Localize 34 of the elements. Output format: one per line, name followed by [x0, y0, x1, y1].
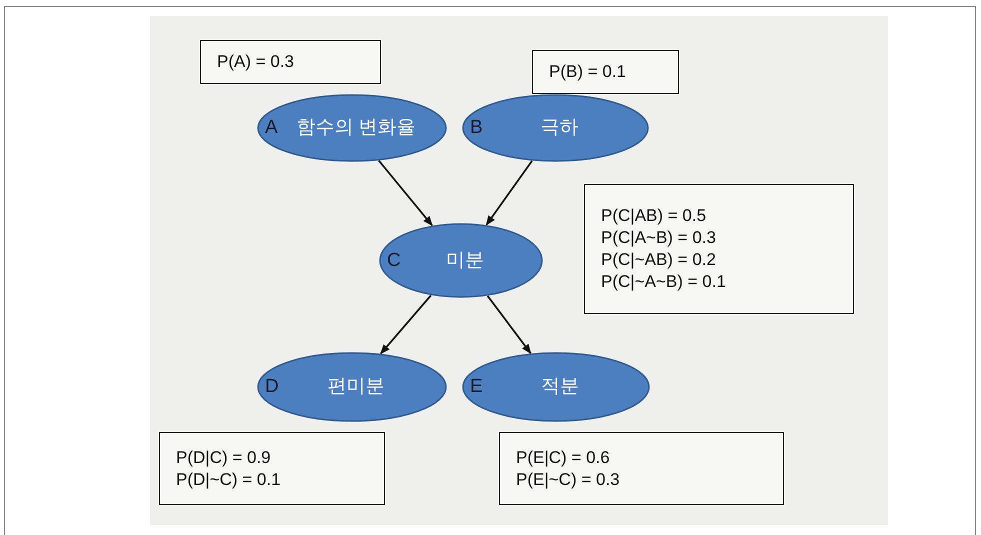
- probability-box: [532, 50, 679, 94]
- arrow: [486, 295, 532, 354]
- arrow: [380, 294, 432, 354]
- node-label: 편미분: [326, 375, 386, 399]
- arrow: [378, 160, 433, 226]
- node-label: 극하: [540, 116, 580, 140]
- probability-text: P(C|~AB) = 0.2: [601, 249, 716, 271]
- probability-box: [200, 40, 381, 84]
- node-ellipse: [462, 94, 649, 162]
- probability-box: [159, 432, 385, 505]
- node-label: 미분: [445, 248, 485, 272]
- node-ellipse: [257, 352, 447, 422]
- node-ellipse: [462, 352, 650, 422]
- node-letter: D: [265, 374, 279, 399]
- probability-text: P(B) = 0.1: [549, 61, 626, 83]
- node-letter: C: [387, 248, 401, 272]
- node-letter: E: [470, 374, 483, 399]
- probability-text: P(D|~C) = 0.1: [176, 468, 281, 490]
- node-letter: A: [265, 116, 278, 140]
- probability-text: P(C|~A~B) = 0.1: [601, 271, 726, 293]
- probability-box: [499, 432, 784, 505]
- probability-text: P(C|AB) = 0.5: [601, 205, 706, 227]
- node-ellipse: [257, 94, 447, 162]
- probability-text: P(C|A~B) = 0.3: [601, 227, 716, 249]
- node-label: 함수의 변화율: [295, 116, 417, 140]
- arrow: [486, 160, 533, 226]
- probability-text: P(E|~C) = 0.3: [516, 468, 620, 490]
- node-label: 적분: [540, 375, 580, 399]
- probability-text: P(D|C) = 0.9: [176, 446, 271, 468]
- probability-text: P(A) = 0.3: [217, 51, 294, 73]
- node-ellipse: [379, 223, 543, 298]
- probability-text: P(E|C) = 0.6: [516, 446, 610, 468]
- probability-box: [584, 184, 854, 314]
- node-letter: B: [470, 116, 483, 140]
